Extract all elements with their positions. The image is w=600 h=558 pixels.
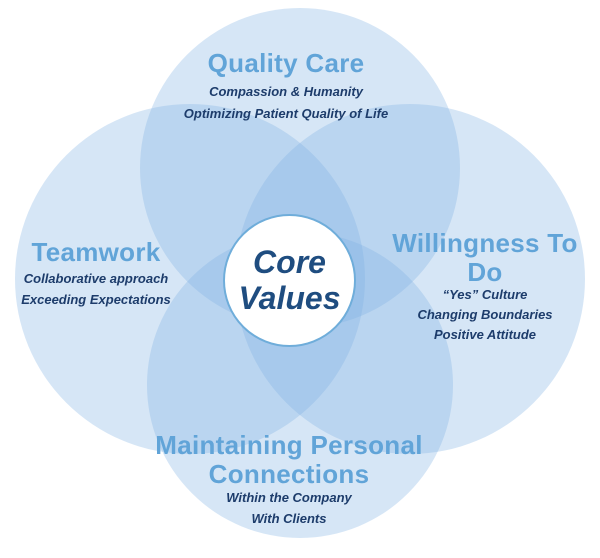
willingness-item: Positive Attitude xyxy=(433,327,537,342)
willingness-item: “Yes” Culture xyxy=(442,287,528,302)
connections-item: Within the Company xyxy=(226,490,352,505)
teamwork-heading: Teamwork xyxy=(31,237,161,267)
connections-heading: Maintaining Personal Connections xyxy=(155,430,423,490)
willingness-item: Changing Boundaries xyxy=(417,307,553,322)
center-core-values-circle: Core Values xyxy=(223,214,356,347)
quality-care-item: Optimizing Patient Quality of Life xyxy=(183,106,389,121)
core-values-label: Core Values xyxy=(238,243,341,316)
quality-care-heading: Quality Care xyxy=(207,48,365,78)
connections-item: With Clients xyxy=(251,511,327,526)
willingness-heading: Willingness To Do xyxy=(392,228,578,288)
quality-care-item: Compassion & Humanity xyxy=(209,84,363,99)
teamwork-item: Collaborative approach xyxy=(23,271,169,286)
teamwork-item: Exceeding Expectations xyxy=(21,292,171,307)
